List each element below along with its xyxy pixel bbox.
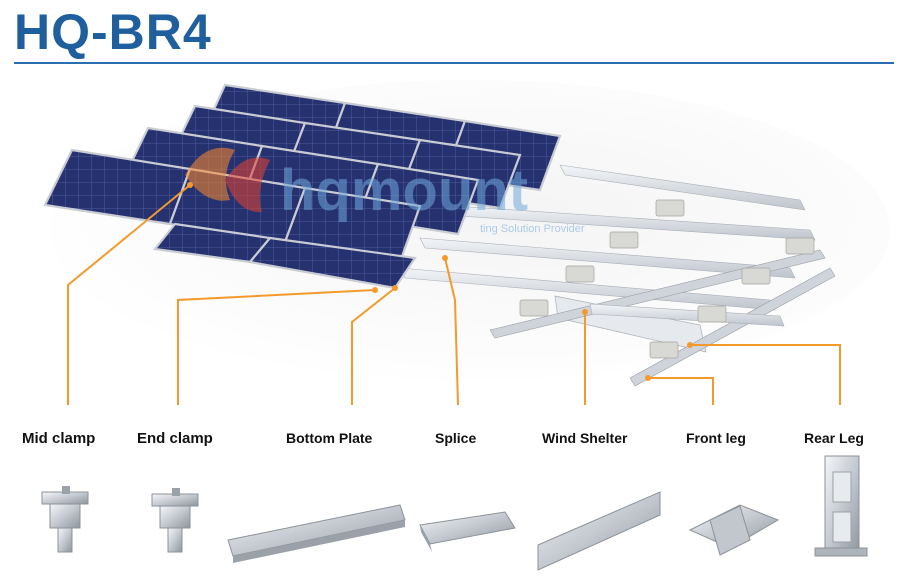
watermark-tagline: ting Solution Provider [480, 223, 585, 235]
end-clamp-image [151, 488, 199, 553]
label-front-leg: Front leg [686, 430, 746, 446]
wind-shelter-image [537, 491, 661, 571]
rear-rails [399, 164, 816, 311]
ballast-blocks [519, 199, 815, 359]
title-underline [14, 62, 894, 64]
leader-dots [187, 182, 693, 381]
solar-panel-array [43, 83, 562, 290]
watermark-logo: hqmount ting Solution Provider [185, 147, 585, 235]
label-bottom-plate: Bottom Plate [286, 430, 373, 446]
front-leg-image [688, 504, 780, 556]
page-title: HQ-BR4 [14, 4, 212, 60]
label-splice: Splice [435, 430, 477, 446]
front-rails [489, 249, 836, 387]
leader-lines [67, 184, 841, 406]
bottom-plate-image [227, 504, 406, 563]
watermark-brand: hqmount [280, 158, 528, 223]
rear-leg-image [814, 455, 868, 557]
mid-clamp-image [41, 486, 89, 553]
label-rear-leg: Rear Leg [804, 430, 864, 446]
splice-image [419, 511, 516, 552]
label-mid-clamp: Mid clamp [22, 430, 96, 447]
label-wind-shelter: Wind Shelter [542, 430, 628, 446]
label-end-clamp: End clamp [137, 430, 213, 447]
